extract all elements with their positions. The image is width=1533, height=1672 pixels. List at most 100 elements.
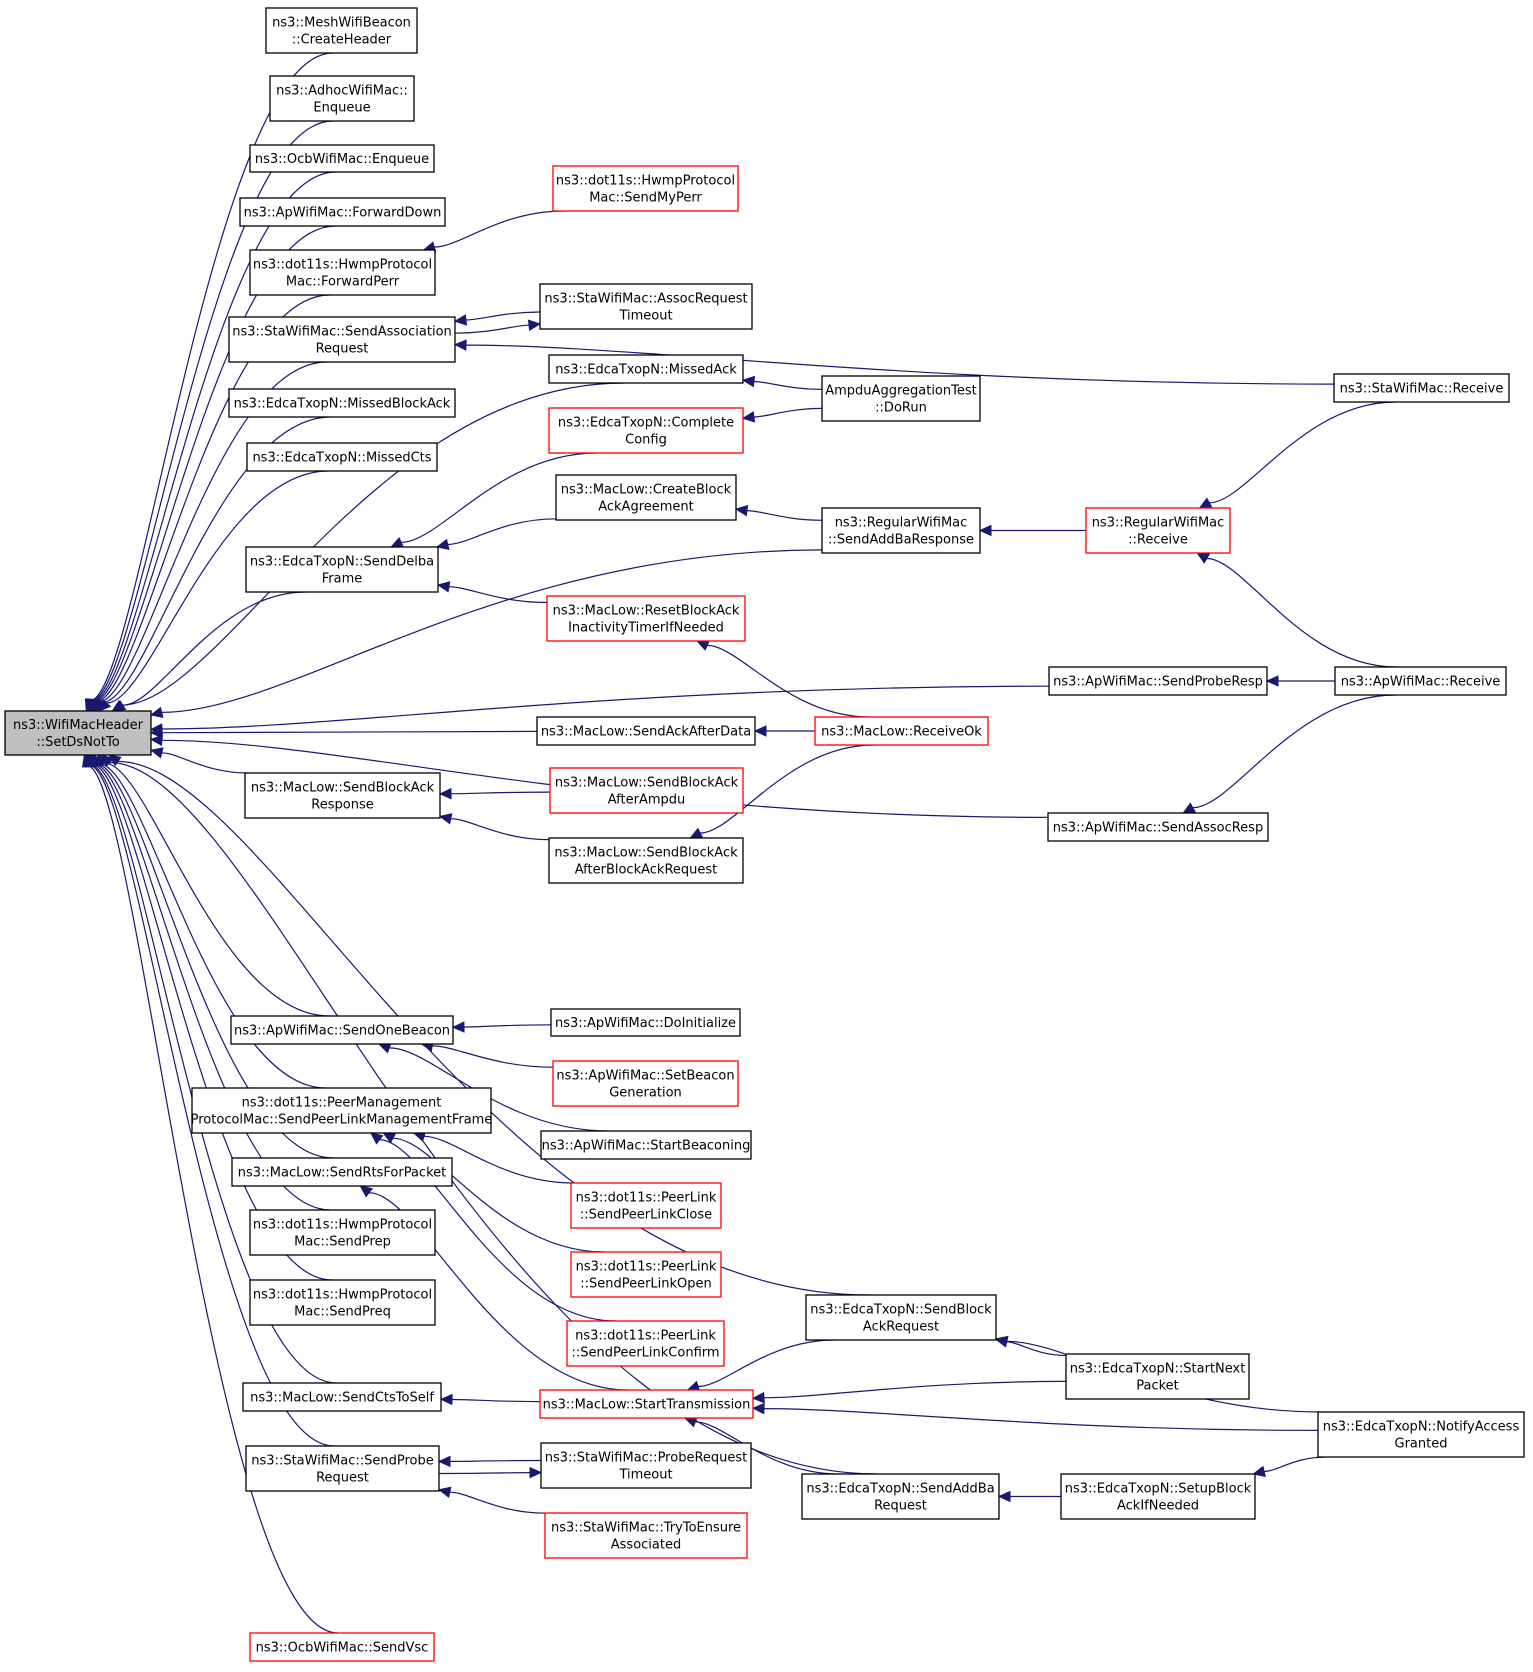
- edge-staAssocTimeout-to-staSendAssoc: [453, 311, 541, 326]
- node-box: [805, 1294, 997, 1341]
- node-label-line: ns3::MacLow::SendCtsToSelf: [250, 1391, 434, 1406]
- arrowhead-icon: [1182, 802, 1197, 814]
- edge-macCreateBlockAck-to-edcaSendDelba: [435, 518, 557, 550]
- node-ocbEnq[interactable]: ns3::OcbWifiMac::Enqueue: [249, 144, 435, 173]
- node-apReceive[interactable]: ns3::ApWifiMac::Receive: [1334, 666, 1507, 696]
- node-meshBeacon[interactable]: ns3::MeshWifiBeacon::CreateHeader: [265, 7, 418, 54]
- node-apSendOneBeacon[interactable]: ns3::ApWifiMac::SendOneBeacon: [230, 1015, 454, 1045]
- arrowhead-icon: [997, 1490, 1011, 1503]
- node-edcaMissedAck[interactable]: ns3::EdcaTxopN::MissedAck: [548, 354, 744, 384]
- arrowhead-icon: [435, 538, 450, 550]
- edge-macReceiveOk-to-macSendAckAfterData: [753, 725, 816, 737]
- node-macSendCtsToSelf[interactable]: ns3::MacLow::SendCtsToSelf: [242, 1382, 442, 1412]
- node-edcaMissedCts[interactable]: ns3::EdcaTxopN::MissedCts: [246, 442, 438, 472]
- edge-macResetBlockAck-to-edcaSendDelba: [436, 581, 548, 604]
- node-adhocEnq[interactable]: ns3::AdhocWifiMac::Enqueue: [269, 75, 415, 122]
- edge-line: [161, 685, 1050, 730]
- node-apSendAssocResp[interactable]: ns3::ApWifiMac::SendAssocResp: [1047, 812, 1269, 842]
- edge-regReceive-to-regSendAddBaResp: [978, 524, 1087, 537]
- arrowhead-icon: [734, 504, 749, 517]
- node-peerLinkOpen[interactable]: ns3::dot11s::PeerLink::SendPeerLinkOpen: [570, 1251, 722, 1298]
- node-apSendProbeResp[interactable]: ns3::ApWifiMac::SendProbeResp: [1048, 666, 1268, 696]
- arrowhead-icon: [438, 787, 452, 800]
- node-macSendBAAfterBAR[interactable]: ns3::MacLow::SendBlockAckAfterBlockAckRe…: [548, 837, 744, 884]
- node-peerLinkClose[interactable]: ns3::dot11s::PeerLink::SendPeerLinkClose: [570, 1182, 722, 1229]
- node-label-line: ns3::dot11s::HwmpProtocol: [253, 1218, 432, 1233]
- node-apStartBeaconing[interactable]: ns3::ApWifiMac::StartBeaconing: [540, 1130, 752, 1160]
- node-label-line: ns3::RegularWifiMac: [835, 516, 968, 531]
- edge-line: [448, 586, 548, 604]
- node-peerMgmtSend[interactable]: ns3::dot11s::PeerManagementProtocolMac::…: [191, 1087, 493, 1134]
- node-label-line: ns3::ApWifiMac::SendOneBeacon: [234, 1024, 450, 1039]
- truncated-node-box: [1085, 507, 1231, 554]
- node-label-line: Granted: [1395, 1437, 1448, 1452]
- node-ampduDoRun[interactable]: AmpduAggregationTest::DoRun: [821, 375, 981, 422]
- node-label-line: ns3::dot11s::PeerLink: [576, 1260, 717, 1275]
- node-box: [191, 1087, 492, 1134]
- arrowhead-icon: [751, 1391, 765, 1404]
- node-apFwdDown[interactable]: ns3::ApWifiMac::ForwardDown: [239, 197, 446, 227]
- arrowhead-icon: [751, 1402, 765, 1415]
- node-label-line: ns3::MacLow::SendAckAfterData: [541, 725, 751, 740]
- node-label-line: ns3::dot11s::HwmpProtocol: [253, 258, 432, 273]
- edge-line: [707, 644, 870, 718]
- node-regSendAddBaResp[interactable]: ns3::RegularWifiMac::SendAddBaResponse: [821, 507, 981, 554]
- node-hwmpFwdPerr[interactable]: ns3::dot11s::HwmpProtocolMac::ForwardPer…: [249, 249, 436, 296]
- truncated-node-box: [814, 716, 989, 746]
- edge-line: [424, 1135, 574, 1184]
- edge-line: [90, 764, 337, 1384]
- node-macSendRts[interactable]: ns3::MacLow::SendRtsForPacket: [231, 1157, 453, 1187]
- edge-line: [463, 1024, 552, 1028]
- node-apDoInit[interactable]: ns3::ApWifiMac::DoInitialize: [550, 1008, 741, 1037]
- node-label-line: ns3::EdcaTxopN::MissedBlockAck: [234, 397, 451, 412]
- node-edcaMissedBlockAck[interactable]: ns3::EdcaTxopN::MissedBlockAck: [228, 388, 456, 418]
- node-label-line: ns3::EdcaTxopN::StartNext: [1070, 1362, 1246, 1377]
- arrowhead-icon: [390, 536, 405, 548]
- node-regReceive[interactable]: ns3::RegularWifiMac::Receive: [1085, 507, 1231, 554]
- node-label-line: Enqueue: [313, 101, 370, 116]
- edge-macReceiveOk-to-macResetBlockAck: [695, 640, 870, 718]
- edge-ampduDoRun-to-edcaCompleteConfig: [741, 407, 823, 423]
- node-peerLinkConfirm[interactable]: ns3::dot11s::PeerLink::SendPeerLinkConfi…: [566, 1320, 725, 1367]
- node-box: [555, 474, 737, 521]
- truncated-node-box: [249, 1632, 435, 1662]
- node-macResetBlockAck[interactable]: ns3::MacLow::ResetBlockAckInactivityTime…: [546, 595, 746, 642]
- node-root[interactable]: ns3::WifiMacHeader::SetDsNotTo: [4, 710, 152, 756]
- arrowhead-icon: [1265, 675, 1279, 687]
- node-label-line: Config: [625, 433, 667, 448]
- node-macStartTx[interactable]: ns3::MacLow::StartTransmission: [539, 1389, 754, 1419]
- arrowhead-icon: [529, 1466, 543, 1479]
- node-macSendAckAfterData[interactable]: ns3::MacLow::SendAckAfterData: [536, 716, 756, 746]
- edge-line: [465, 344, 1335, 385]
- node-label-line: ns3::MacLow::StartTransmission: [543, 1398, 751, 1413]
- node-staReceive[interactable]: ns3::StaWifiMac::Receive: [1333, 373, 1510, 403]
- node-label-line: Generation: [609, 1086, 682, 1101]
- node-label-line: ns3::RegularWifiMac: [1092, 516, 1225, 531]
- node-label-line: ns3::ApWifiMac::SendProbeResp: [1053, 675, 1263, 690]
- node-label-line: AckAgreement: [598, 500, 694, 515]
- node-macReceiveOk[interactable]: ns3::MacLow::ReceiveOk: [814, 716, 989, 746]
- arrowhead-icon: [436, 581, 451, 593]
- node-label-line: ns3::EdcaTxopN::SetupBlock: [1065, 1482, 1252, 1497]
- node-box: [548, 837, 744, 884]
- node-ocbSendVsc[interactable]: ns3::OcbWifiMac::SendVsc: [249, 1632, 435, 1662]
